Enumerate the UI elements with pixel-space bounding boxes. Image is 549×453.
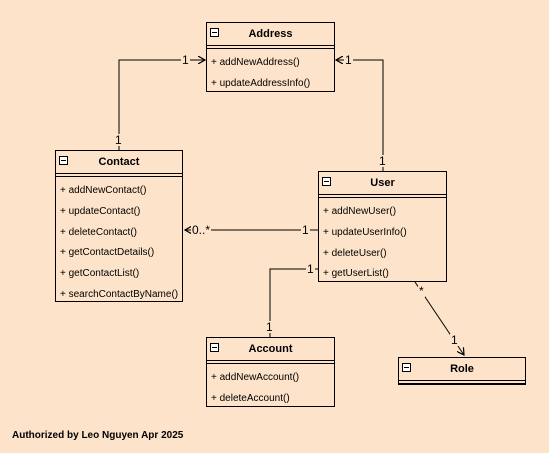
- multiplicity-label: 1: [265, 320, 274, 334]
- multiplicity-label: 1: [301, 223, 310, 237]
- contact-op: + searchContactByName(): [60, 288, 179, 300]
- collapse-icon[interactable]: [59, 156, 68, 165]
- contact-op: + deleteContact(): [60, 226, 137, 238]
- multiplicity-label: 1: [450, 333, 459, 347]
- contact-to-address-line: [118, 60, 205, 150]
- account-op: + deleteAccount(): [211, 392, 290, 404]
- user-op: + getUserList(): [323, 268, 389, 280]
- contact-op: + getContactList(): [60, 268, 140, 280]
- user-to-account-line: [269, 268, 318, 338]
- multiplicity-label: 1: [344, 53, 353, 67]
- multiplicity-label: 1: [114, 133, 123, 147]
- contact-op: + updateContact(): [60, 205, 141, 217]
- collapse-icon[interactable]: [210, 343, 219, 352]
- multiplicity-label: *: [418, 284, 425, 298]
- account-op: + addNewAccount(): [211, 372, 300, 383]
- contact-op: + addNewContact(): [60, 185, 147, 196]
- user-op: + deleteUser(): [323, 247, 387, 259]
- account-class-name: Account: [248, 343, 293, 355]
- collapse-icon[interactable]: [210, 28, 219, 37]
- address-class[interactable]: Address + addNewAddress() + updateAddres…: [206, 22, 335, 92]
- contact-op: + getContactDetails(): [60, 247, 155, 259]
- address-op: + addNewAddress(): [211, 57, 300, 68]
- user-to-address-line: [336, 60, 384, 172]
- contact-class[interactable]: Contact + addNewContact() + updateContac…: [55, 150, 183, 302]
- role-class[interactable]: Role: [398, 357, 526, 385]
- multiplicity-label: 1: [378, 154, 387, 168]
- multiplicity-label: 1: [181, 53, 190, 67]
- account-class[interactable]: Account + addNewAccount() + deleteAccoun…: [206, 337, 335, 407]
- user-op: + updateUserInfo(): [323, 226, 407, 238]
- role-class-name: Role: [450, 363, 474, 375]
- author-footer: Authorized by Leo Nguyen Apr 2025: [12, 430, 184, 441]
- address-class-name: Address: [248, 28, 293, 40]
- user-class[interactable]: User + addNewUser() + updateUserInfo() +…: [318, 171, 447, 282]
- multiplicity-label: 1: [306, 262, 315, 276]
- collapse-icon[interactable]: [402, 363, 411, 372]
- collapse-icon[interactable]: [322, 177, 331, 186]
- multiplicity-label: 0..*: [191, 223, 212, 237]
- user-op: + addNewUser(): [323, 206, 397, 217]
- user-class-name: User: [370, 177, 395, 189]
- address-op: + updateAddressInfo(): [211, 77, 311, 89]
- contact-class-name: Contact: [98, 156, 140, 168]
